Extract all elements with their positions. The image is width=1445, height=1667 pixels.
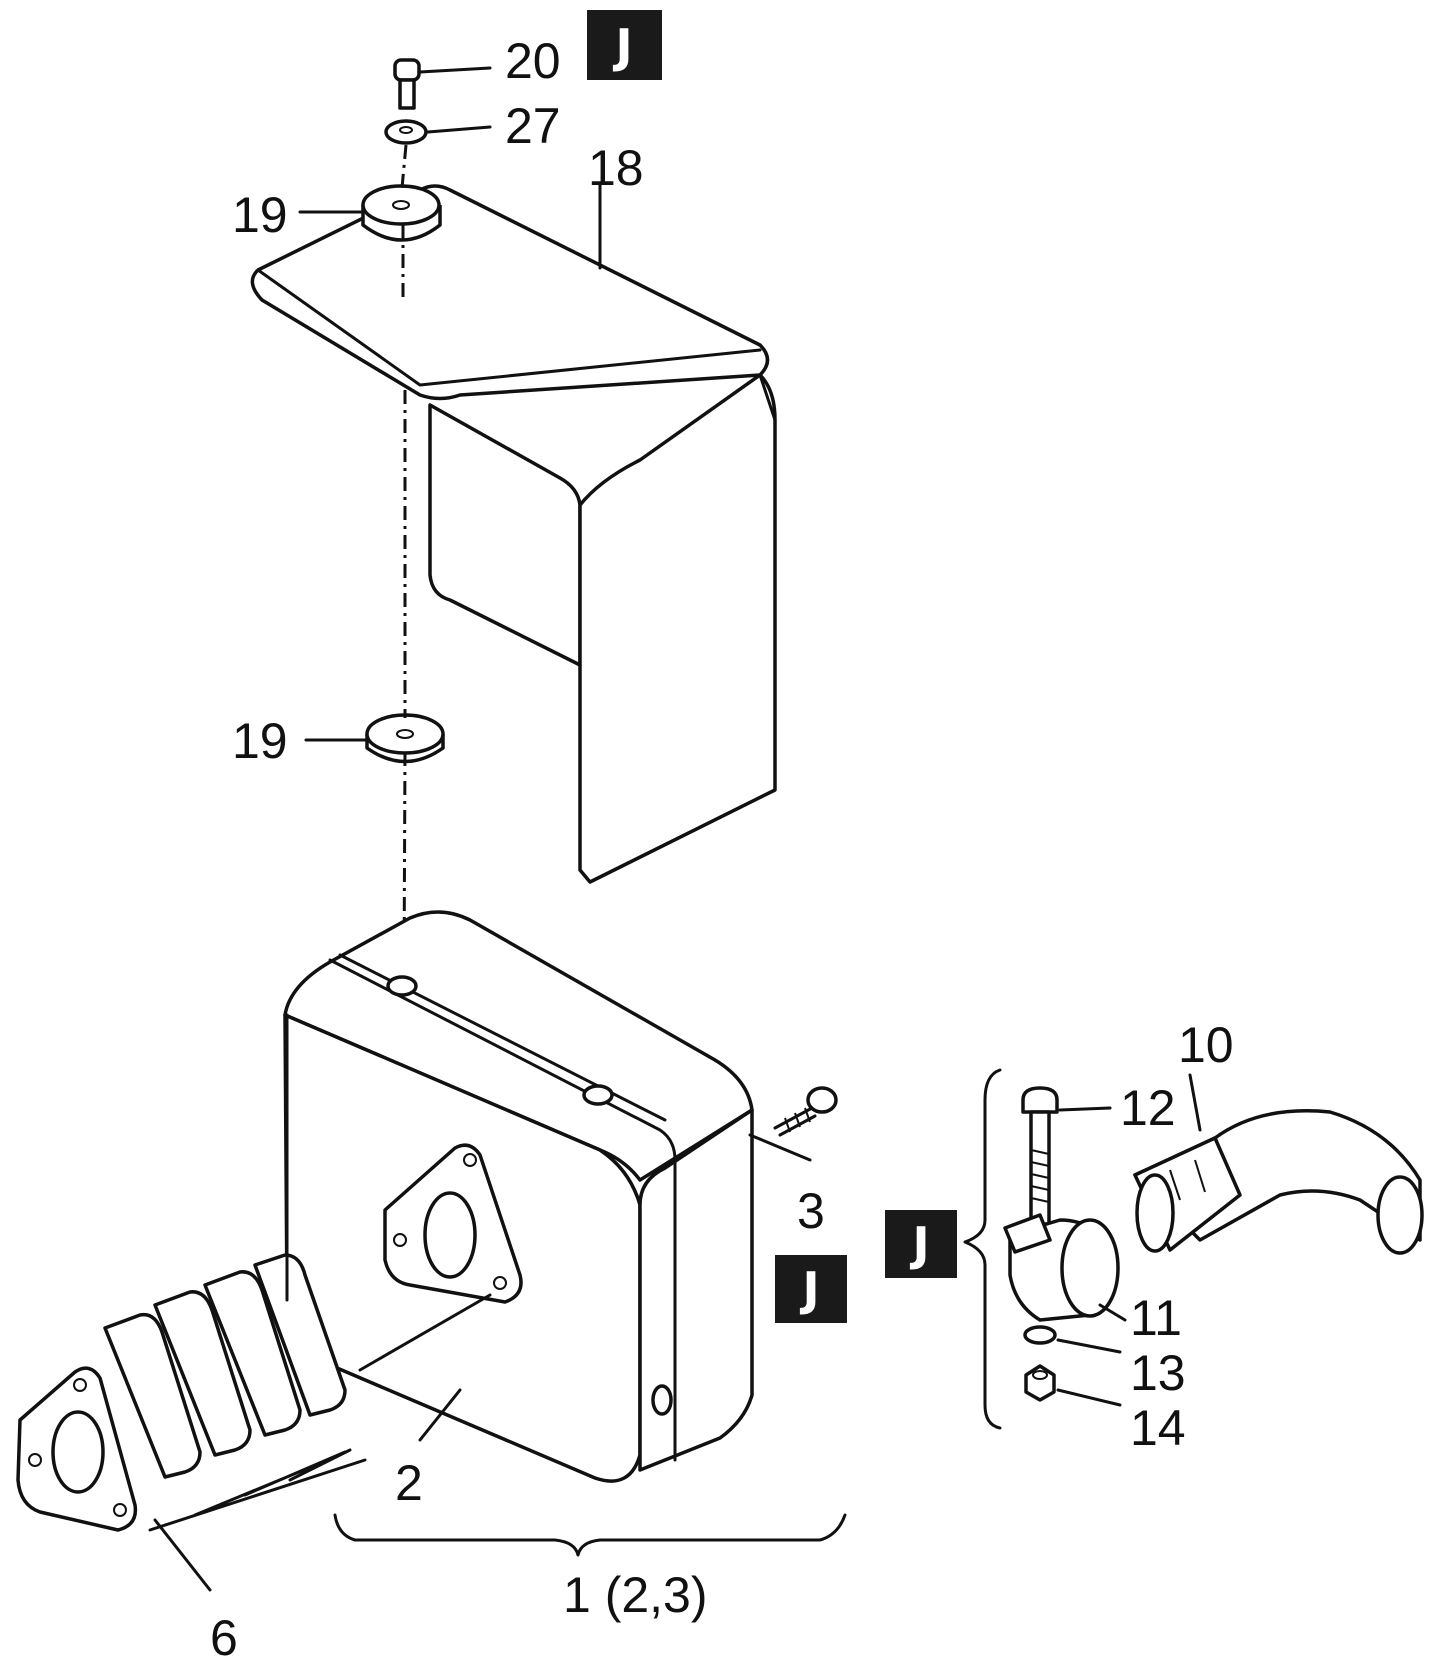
- clamp-group-bracket: [963, 1068, 1002, 1430]
- grommet-19-top: [361, 184, 442, 242]
- j-badge-muffler: J: [775, 1255, 847, 1323]
- svg-text:J: J: [799, 1262, 819, 1316]
- washer-27: [384, 119, 428, 145]
- callout-11: 11: [1130, 1290, 1182, 1346]
- callout-27: 27: [505, 98, 561, 154]
- callout-14: 14: [1130, 1400, 1186, 1456]
- gasket-set-6: [16, 1253, 347, 1532]
- callout-13: 13: [1130, 1345, 1186, 1401]
- j-badge-clamp: J: [885, 1210, 957, 1278]
- leader-lines: [148, 66, 1202, 1592]
- washer-13: [1023, 1325, 1057, 1345]
- callout-2: 2: [395, 1455, 423, 1511]
- callout-1-assembly: 1 (2,3): [563, 1567, 708, 1623]
- screw-3: [773, 1086, 838, 1137]
- clamp-11: [1003, 1213, 1120, 1322]
- svg-text:J: J: [612, 19, 632, 73]
- callout-3: 3: [797, 1183, 825, 1239]
- muffler-body-2: [283, 910, 754, 1483]
- nut-14: [1024, 1364, 1056, 1402]
- callout-6: 6: [210, 1610, 238, 1666]
- heat-shield-18: [250, 184, 777, 884]
- exhaust-pipe-10: [1133, 1109, 1424, 1255]
- gasket-axis: [358, 1293, 492, 1372]
- assembly-axis-top: [400, 144, 408, 189]
- svg-text:J: J: [909, 1217, 929, 1271]
- callout-19-top: 19: [232, 187, 288, 243]
- bolt-12: [1021, 1086, 1059, 1226]
- callout-19-bottom: 19: [232, 713, 288, 769]
- j-badge-top: J: [587, 10, 662, 80]
- assembly-brace: [333, 1513, 847, 1557]
- callout-18: 18: [588, 140, 644, 196]
- callout-10: 10: [1178, 1017, 1234, 1073]
- callout-12: 12: [1120, 1080, 1176, 1136]
- bolt-20: [393, 58, 421, 110]
- callout-20: 20: [505, 33, 561, 89]
